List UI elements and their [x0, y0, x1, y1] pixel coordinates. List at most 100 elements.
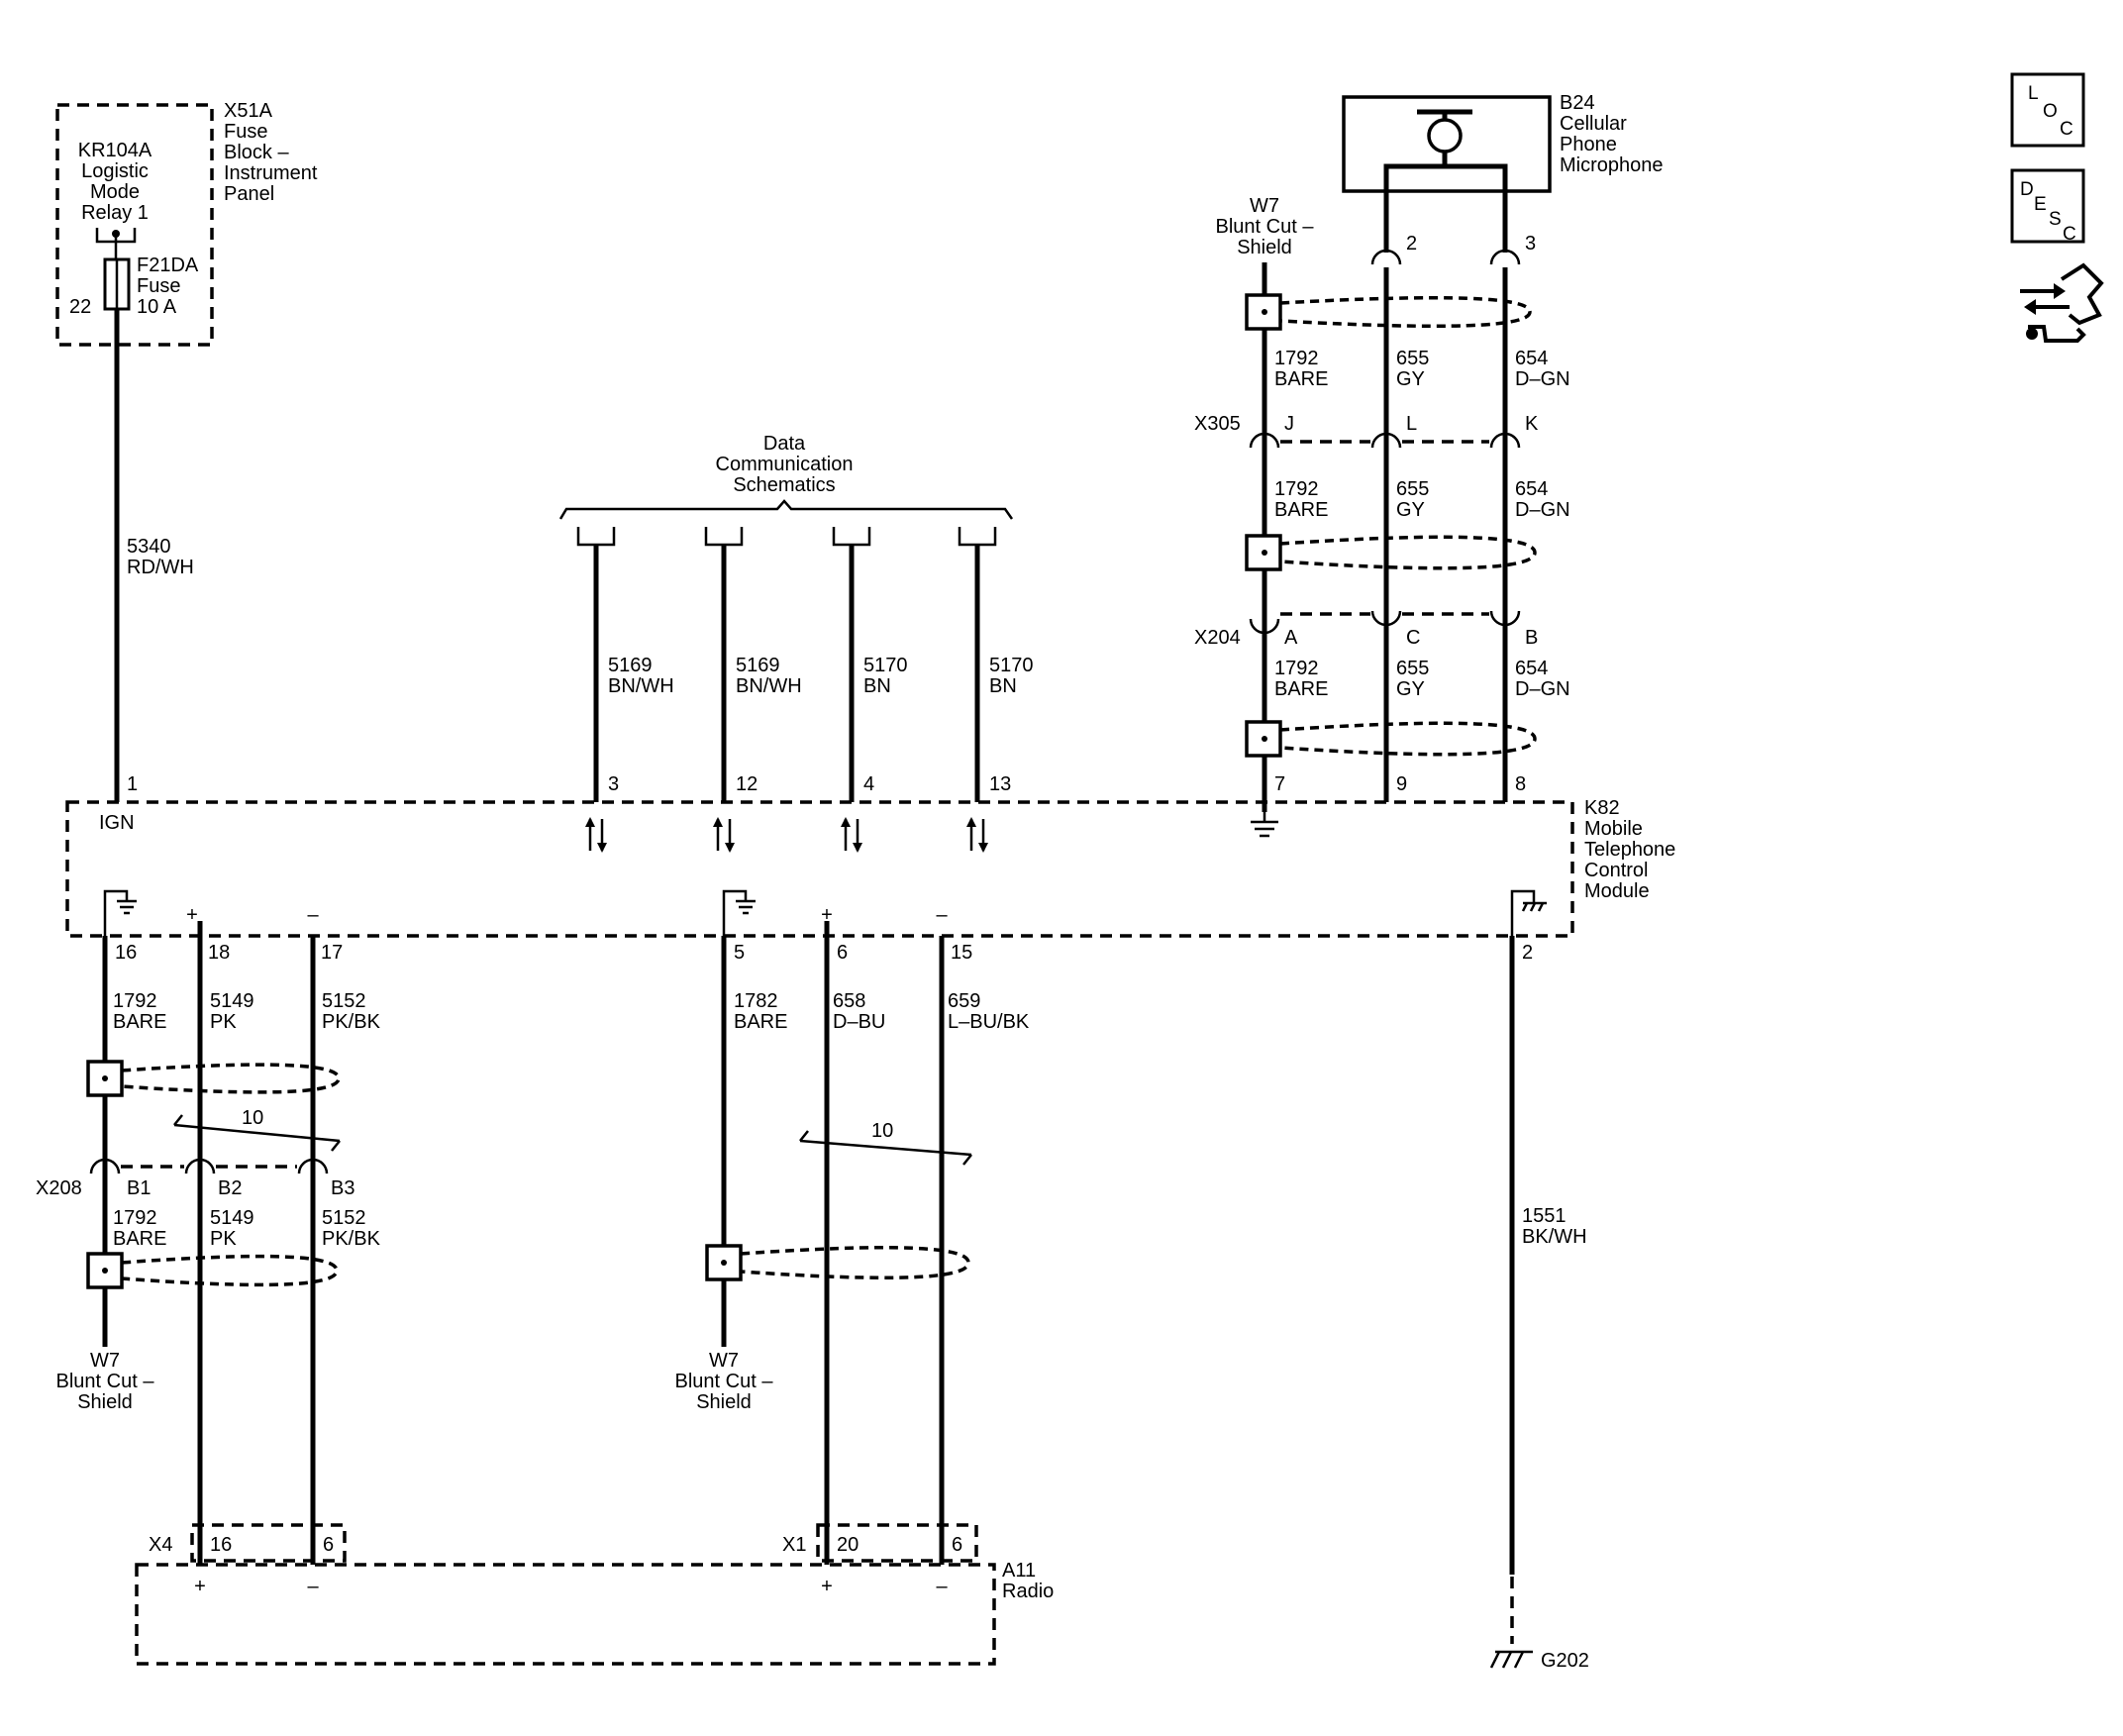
- mic-seg3-color-3: D–GN: [1515, 678, 1570, 700]
- svg-text:O: O: [2043, 101, 2058, 122]
- data-wire-4-pin: 13: [989, 773, 1011, 795]
- ign-wire-color: RD/WH: [127, 557, 194, 578]
- mid-color-2: D–BU: [833, 1011, 885, 1033]
- data-comm-wire-3: 5170 BN 4: [832, 527, 908, 802]
- left-pin-17: 17: [321, 942, 343, 964]
- radio-a11: A11 Radio X4 16 6 X1 20 6 + – + –: [135, 1523, 1054, 1666]
- svg-text:E: E: [2034, 194, 2047, 215]
- mid-shield-label-2: Blunt Cut –: [675, 1371, 774, 1392]
- relay-label-1: KR104A: [78, 140, 152, 161]
- svg-text:10: 10: [871, 1120, 893, 1142]
- svg-text:L: L: [2028, 83, 2039, 104]
- x204-id: X204: [1194, 627, 1241, 649]
- bidirectional-arrow-icon: [713, 817, 735, 853]
- ground-icon: [722, 889, 756, 936]
- fuse-label-2: Fuse: [137, 275, 180, 297]
- polarity-plus: +: [821, 904, 833, 926]
- mic-seg3-circuit-1: 1792: [1274, 658, 1319, 679]
- ground-wire-pin: 2: [1522, 942, 1533, 964]
- ground-id: G202: [1541, 1650, 1589, 1672]
- fuse-block-name-1: Fuse: [224, 121, 267, 143]
- mic-seg3-circuit-2: 655: [1396, 658, 1429, 679]
- data-wire-4-circuit: 5170: [989, 655, 1034, 676]
- mic-shield-label: W7 Blunt Cut – Shield: [1216, 195, 1315, 258]
- left-seg1-color-3: PK/BK: [322, 1011, 381, 1033]
- data-wire-3-pin: 4: [863, 773, 874, 795]
- connector-tool-icon[interactable]: [2020, 262, 2104, 343]
- relay-contact-icon: [95, 228, 137, 259]
- chassis-ground-icon: [1510, 889, 1547, 936]
- fuse-block-name-4: Panel: [224, 183, 274, 205]
- ign-wire: 5340 RD/WH 1 IGN: [99, 309, 194, 834]
- microphone-name-1: Cellular: [1560, 113, 1627, 135]
- mid-color-1: BARE: [734, 1011, 787, 1033]
- x204-pin-b: B: [1525, 627, 1538, 649]
- x4-pin-16: 16: [210, 1534, 232, 1556]
- left-pin-18: 18: [208, 942, 230, 964]
- x208-pin-b1: B1: [127, 1177, 151, 1199]
- ign-pin-number: 1: [127, 773, 138, 795]
- radio-id: A11: [1002, 1560, 1036, 1582]
- microphone-pin-2: 2: [1406, 233, 1417, 255]
- bidirectional-arrow-icon: [585, 817, 607, 853]
- mic-seg2-circuit-2: 655: [1396, 478, 1429, 500]
- fuse-label-1: F21DA: [137, 255, 199, 276]
- mic-seg2-color-3: D–GN: [1515, 499, 1570, 521]
- desc-icon[interactable]: D E S C: [2010, 168, 2085, 245]
- data-wire-1-color: BN/WH: [608, 675, 674, 697]
- mic-seg3-color-1: BARE: [1274, 678, 1328, 700]
- module-k82: K82 Mobile Telephone Control Module + –: [65, 797, 1675, 938]
- left-seg2-circuit-3: 5152: [322, 1207, 366, 1229]
- radio-name: Radio: [1002, 1581, 1054, 1602]
- ign-pin-name: IGN: [99, 812, 135, 834]
- left-shield-label-3: Shield: [77, 1391, 133, 1413]
- left-seg2-color-3: PK/BK: [322, 1228, 381, 1250]
- fuse-icon: [103, 257, 131, 311]
- microphone-icon: [1427, 118, 1463, 153]
- left-shield-label-2: Blunt Cut –: [56, 1371, 155, 1392]
- x4-pin-6: 6: [323, 1534, 334, 1556]
- microphone-pin-3: 3: [1525, 233, 1536, 255]
- module-id: K82: [1584, 797, 1620, 819]
- left-seg2-color-2: PK: [210, 1228, 237, 1250]
- data-wire-2-pin: 12: [736, 773, 758, 795]
- polarity-minus: –: [307, 904, 319, 926]
- left-seg2-color-1: BARE: [113, 1228, 166, 1250]
- data-comm-wire-4: 5170 BN 13: [958, 527, 1034, 802]
- fuse-pin-label: 22: [69, 296, 91, 318]
- x1-pin-6: 6: [952, 1534, 962, 1556]
- x204-pin-c: C: [1406, 627, 1420, 649]
- mid-shield-label-3: Shield: [696, 1391, 752, 1413]
- data-wire-3-circuit: 5170: [863, 655, 908, 676]
- loc-icon[interactable]: L O C: [2010, 72, 2085, 148]
- data-wire-1-pin: 3: [608, 773, 619, 795]
- x1-pin-20: 20: [837, 1534, 859, 1556]
- svg-text:C: C: [2063, 224, 2076, 245]
- ground-wire-color: BK/WH: [1522, 1226, 1587, 1248]
- x204-pin-a: A: [1284, 627, 1298, 649]
- mid-color-3: L–BU/BK: [948, 1011, 1030, 1033]
- x1-id: X1: [782, 1534, 806, 1556]
- mic-seg1-circuit-2: 655: [1396, 348, 1429, 369]
- x208-pin-b2: B2: [218, 1177, 242, 1199]
- x4-id: X4: [149, 1534, 172, 1556]
- left-seg2-circuit-1: 1792: [113, 1207, 157, 1229]
- left-seg1-circuit-3: 5152: [322, 990, 366, 1012]
- data-comm-title-2: Communication: [716, 454, 854, 475]
- data-wire-1-circuit: 5169: [608, 655, 653, 676]
- left-seg1-circuit-1: 1792: [113, 990, 157, 1012]
- svg-text:S: S: [2049, 209, 2062, 230]
- mid-circuit-1: 1782: [734, 990, 778, 1012]
- microphone-name-2: Phone: [1560, 134, 1617, 155]
- data-wire-4-color: BN: [989, 675, 1017, 697]
- data-comm-title-3: Schematics: [733, 474, 835, 496]
- mid-circuit-2: 658: [833, 990, 865, 1012]
- microphone-id: B24: [1560, 92, 1595, 114]
- left-seg1-color-1: BARE: [113, 1011, 166, 1033]
- x305-pin-k: K: [1525, 413, 1539, 435]
- module-pin-9: 9: [1396, 773, 1407, 795]
- polarity-minus: –: [936, 904, 948, 926]
- polarity-minus: –: [936, 1576, 948, 1597]
- left-seg1-color-2: PK: [210, 1011, 237, 1033]
